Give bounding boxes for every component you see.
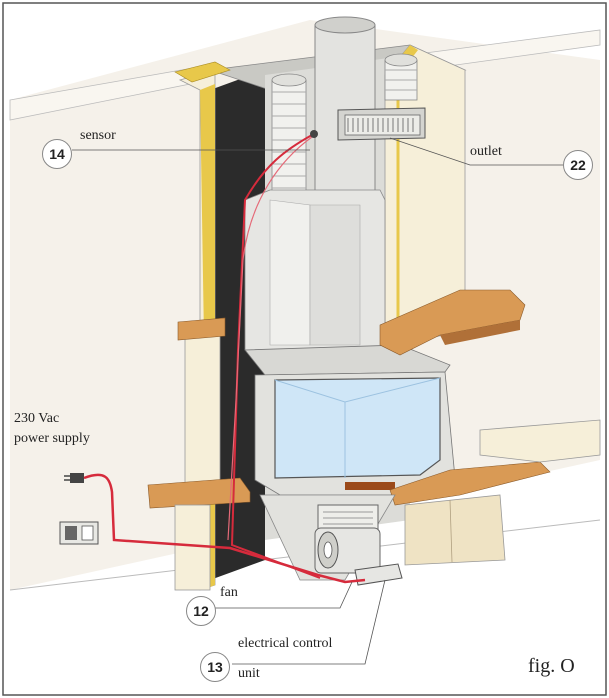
top-yellow-trim [174, 61, 231, 83]
lower-wood-hearth [389, 461, 551, 506]
callout-outlet: 22 [563, 150, 593, 180]
sensor-point [310, 130, 318, 138]
upper-wood-shelf-edge [440, 320, 520, 345]
glass-door [274, 377, 441, 479]
upper-wood-block-left [177, 317, 226, 341]
left-column [184, 334, 221, 486]
left-duct [271, 73, 307, 211]
lower-wood-shelf-left [147, 477, 251, 509]
outlet-leader [389, 137, 565, 166]
front-panel-right [404, 494, 506, 566]
ash-slot [345, 482, 395, 490]
sensor-cable-inner [227, 136, 313, 541]
hood-facet-left [269, 199, 311, 346]
side-bench [479, 419, 601, 463]
label-sensor: sensor [80, 128, 116, 143]
label-outlet: outlet [470, 144, 502, 159]
label-control-line2: unit [238, 666, 260, 681]
label-control-line1: electrical control [238, 636, 333, 651]
control-leader [232, 579, 386, 665]
power-plug [64, 473, 84, 483]
label-fan: fan [220, 585, 238, 600]
wall-socket [59, 521, 99, 545]
hood-facet-center [309, 204, 361, 346]
callout-sensor: 14 [42, 139, 72, 169]
label-power-line2: power supply [14, 431, 90, 446]
label-power-line1: 230 Vac [14, 411, 60, 426]
outlet-grille [337, 107, 426, 141]
fan-leader [215, 581, 353, 609]
fan-unit [314, 504, 381, 574]
figure-caption: fig. O [528, 655, 575, 677]
flue-pipe-top [314, 16, 376, 34]
left-base [174, 504, 211, 591]
sensor-cable [230, 134, 321, 579]
callout-control: 13 [200, 652, 230, 682]
right-duct [384, 53, 418, 101]
callout-fan: 12 [186, 596, 216, 626]
front-panel-seam [449, 499, 453, 563]
